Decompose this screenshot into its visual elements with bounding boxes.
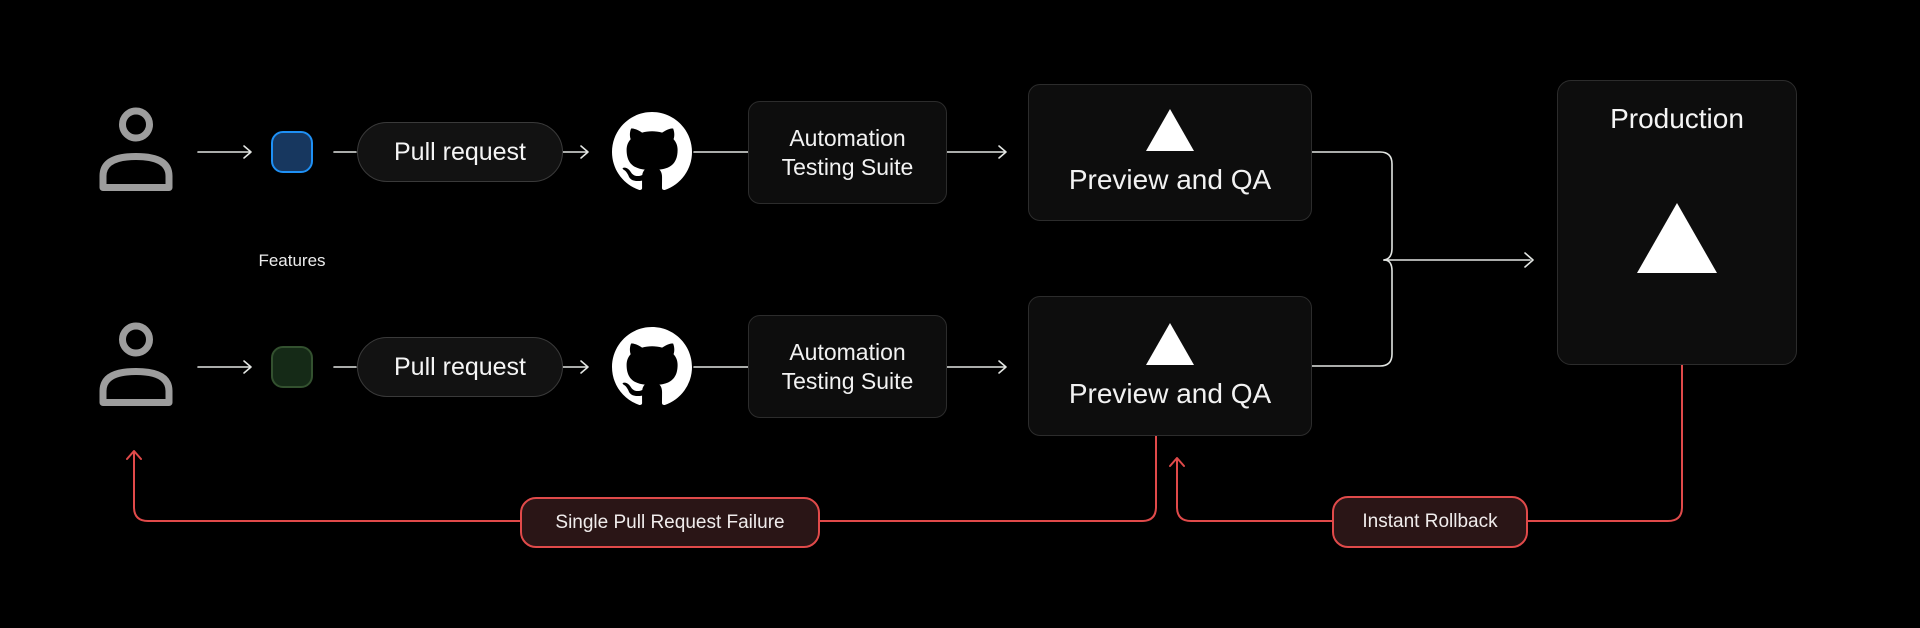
- pull-request-pill-2: Pull request: [357, 337, 563, 397]
- pull-request-label: Pull request: [393, 352, 527, 381]
- preview-and-qa-label: Preview and QA: [1068, 164, 1272, 195]
- production-label: Production: [1610, 103, 1744, 134]
- person-icon: [99, 107, 173, 191]
- automation-label-line2: Testing Suite: [781, 153, 914, 180]
- arrow-merge-to-production: [1383, 252, 1534, 268]
- failure-arrowhead: [126, 450, 142, 460]
- preview-and-qa-label: Preview and QA: [1068, 377, 1272, 409]
- github-icon: [612, 327, 692, 406]
- vercel-triangle-icon: [1637, 203, 1717, 273]
- automation-label-line2: Testing Suite: [781, 367, 914, 394]
- production-node: Production: [1557, 80, 1797, 365]
- pull-request-label: Pull request: [393, 137, 527, 166]
- instant-rollback-badge: Instant Rollback: [1332, 496, 1528, 548]
- preview-and-qa-node-2: Preview and QA: [1028, 296, 1312, 436]
- github-icon: [612, 112, 692, 191]
- vercel-triangle-icon: [1146, 322, 1194, 365]
- rollback-arrowhead: [1169, 457, 1185, 467]
- arrow-automation1-to-preview1: [946, 145, 1007, 159]
- arrow-pr2-to-github2: [562, 360, 589, 374]
- feature-branch-blue: [271, 131, 313, 173]
- merge-bracket-bottom: [1311, 259, 1393, 367]
- instant-rollback-label: Instant Rollback: [1362, 511, 1498, 532]
- automation-testing-suite-node-2: Automation Testing Suite: [748, 315, 947, 418]
- automation-label-line1: Automation: [789, 338, 906, 365]
- preview-and-qa-node-1: Preview and QA: [1028, 84, 1312, 221]
- feature-branch-green: [271, 346, 313, 388]
- arrow-automation2-to-preview2: [946, 360, 1007, 374]
- vercel-triangle-icon: [1146, 109, 1194, 151]
- pull-request-pill-1: Pull request: [357, 122, 563, 182]
- single-pull-request-failure-badge: Single Pull Request Failure: [520, 497, 820, 548]
- person-icon: [99, 322, 173, 406]
- automation-label-line1: Automation: [789, 124, 906, 151]
- arrow-person1-to-branch1: [197, 145, 252, 159]
- single-pull-request-failure-label: Single Pull Request Failure: [555, 511, 785, 533]
- arrow-pr1-to-github1: [562, 145, 589, 159]
- automation-testing-suite-node-1: Automation Testing Suite: [748, 101, 947, 204]
- merge-bracket-top: [1311, 151, 1393, 261]
- features-label: Features: [258, 251, 326, 270]
- arrow-person2-to-branch2: [197, 360, 252, 374]
